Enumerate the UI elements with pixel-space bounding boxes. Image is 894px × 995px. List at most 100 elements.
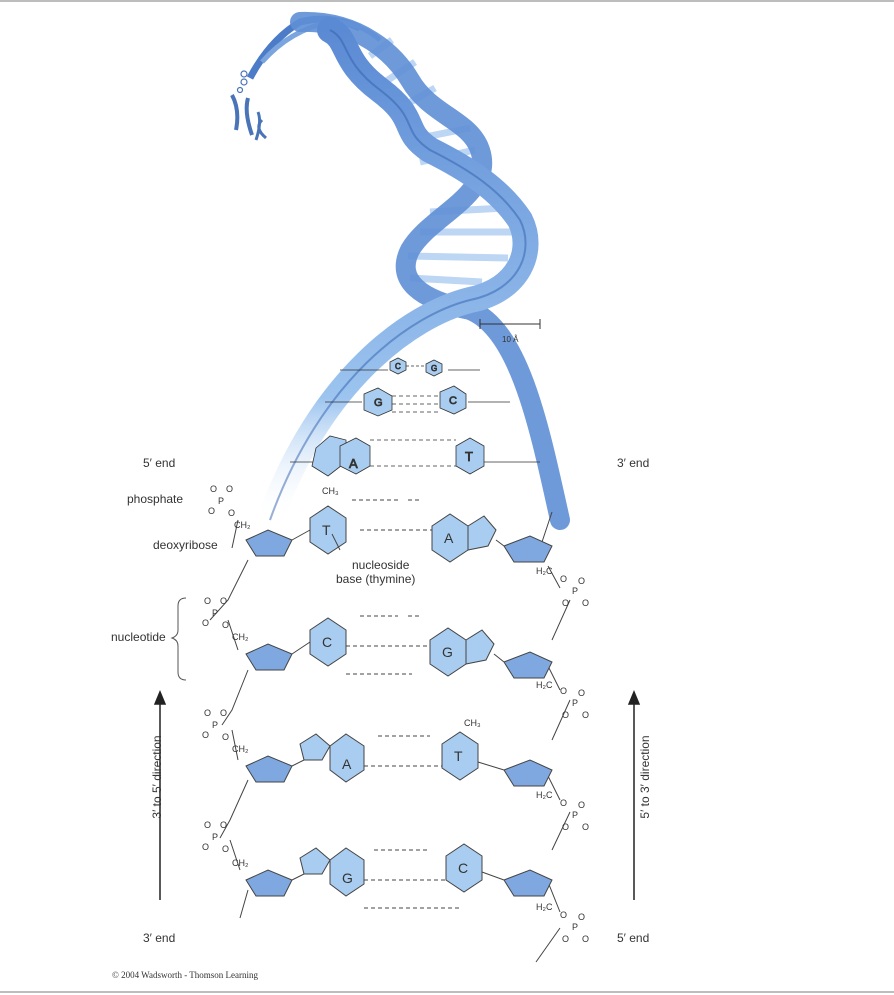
svg-text:O: O [222,620,229,630]
chromosome-icon [230,70,267,141]
double-helix-illustration: 10 Å [230,11,570,533]
label-5-end-left: 5′ end [143,456,176,470]
helix-pair2-right-base [439,385,467,415]
svg-text:O: O [220,820,227,830]
copyright-notice: © 2004 Wadsworth - Thomson Learning [112,970,259,980]
bp3-right-letter: T [454,748,463,764]
svg-text:O: O [582,598,589,608]
svg-text:O: O [562,710,569,720]
nucleotide-brace [170,597,187,681]
svg-text:CH₂: CH₂ [234,520,251,530]
svg-text:O: O [208,506,215,516]
svg-text:O: O [202,618,209,628]
label-nucleoside: nucleoside [352,558,410,572]
svg-text:O: O [226,484,233,494]
helix-pair1-right-letter: G [431,364,437,373]
svg-text:O: O [222,732,229,742]
helix-base-pairs: C G G C A T [290,357,540,477]
label-deoxyribose: deoxyribose [153,538,218,552]
scale-label: 10 Å [502,335,519,344]
svg-text:P: P [218,496,224,506]
label-3-end-left: 3′ end [143,931,176,945]
svg-text:CH₃: CH₃ [464,718,481,728]
right-sugars [503,535,553,897]
helix-pair1-left-letter: C [395,362,401,371]
bp4-right-letter: C [458,860,468,876]
svg-text:CH₂: CH₂ [232,632,249,642]
helix-pair1-right-base [425,359,443,377]
svg-text:O: O [578,912,585,922]
bottom-border [0,991,894,993]
svg-text:O: O [582,934,589,944]
helix-pair2-left-base [363,387,393,417]
svg-text:O: O [582,822,589,832]
svg-text:O: O [560,574,567,584]
svg-text:O: O [560,686,567,696]
svg-text:H₂C: H₂C [536,902,553,912]
glycosidic-bonds [291,529,505,881]
label-nucleotide: nucleotide [111,630,166,644]
svg-text:O: O [204,820,211,830]
label-3-to-5-direction: 3′ to 5′ direction [150,735,164,819]
svg-text:CH₂: CH₂ [232,744,249,754]
svg-text:O: O [562,822,569,832]
svg-text:H₂C: H₂C [536,566,553,576]
svg-text:O: O [228,508,235,518]
svg-text:P: P [212,832,218,842]
svg-text:P: P [212,720,218,730]
bp1-left-letter: T [322,522,331,538]
svg-text:O: O [204,708,211,718]
svg-text:O: O [222,844,229,854]
svg-text:O: O [560,910,567,920]
helix-pair1-left-base [389,357,407,375]
svg-text:P: P [572,922,578,932]
svg-text:O: O [560,798,567,808]
bp4-left-letter: G [342,870,353,886]
svg-text:O: O [220,596,227,606]
svg-text:O: O [220,708,227,718]
bp1-right-letter: A [444,530,454,546]
svg-text:CH₃: CH₃ [322,486,339,496]
left-sugars [245,529,293,897]
label-5-to-3-direction: 5′ to 3′ direction [638,735,652,819]
label-5-end-right: 5′ end [617,931,650,945]
label-phosphate: phosphate [127,492,184,506]
svg-text:O: O [578,576,585,586]
svg-text:P: P [572,810,578,820]
left-backbone [209,519,249,919]
svg-text:P: P [572,586,578,596]
helix-pair2-left-letter: G [374,397,383,409]
label-base-thymine: base (thymine) [336,572,416,586]
scale-bar [479,319,541,329]
label-3-end-right: 3′ end [617,456,650,470]
helix-pair2-right-letter: C [449,395,457,407]
svg-text:CH₂: CH₂ [232,858,249,868]
svg-text:O: O [578,688,585,698]
svg-text:P: P [212,608,218,618]
svg-text:O: O [562,598,569,608]
svg-text:O: O [582,710,589,720]
top-border [0,0,894,2]
svg-text:O: O [204,596,211,606]
svg-text:O: O [562,934,569,944]
svg-text:H₂C: H₂C [536,790,553,800]
helix-pair3-left-letter: A [349,456,358,471]
svg-text:O: O [210,484,217,494]
svg-text:O: O [202,730,209,740]
svg-text:P: P [572,698,578,708]
hydrogen-bonds [346,499,462,909]
right-bases [429,513,497,893]
bp2-left-letter: C [322,634,332,650]
bp3-left-letter: A [342,756,352,772]
svg-text:O: O [202,842,209,852]
bp2-right-letter: G [442,644,453,660]
right-backbone [535,511,571,963]
svg-text:H₂C: H₂C [536,680,553,690]
direction-arrows [153,690,641,900]
helix-pair3-right-letter: T [465,449,473,464]
svg-text:O: O [578,800,585,810]
left-bases [299,505,365,897]
